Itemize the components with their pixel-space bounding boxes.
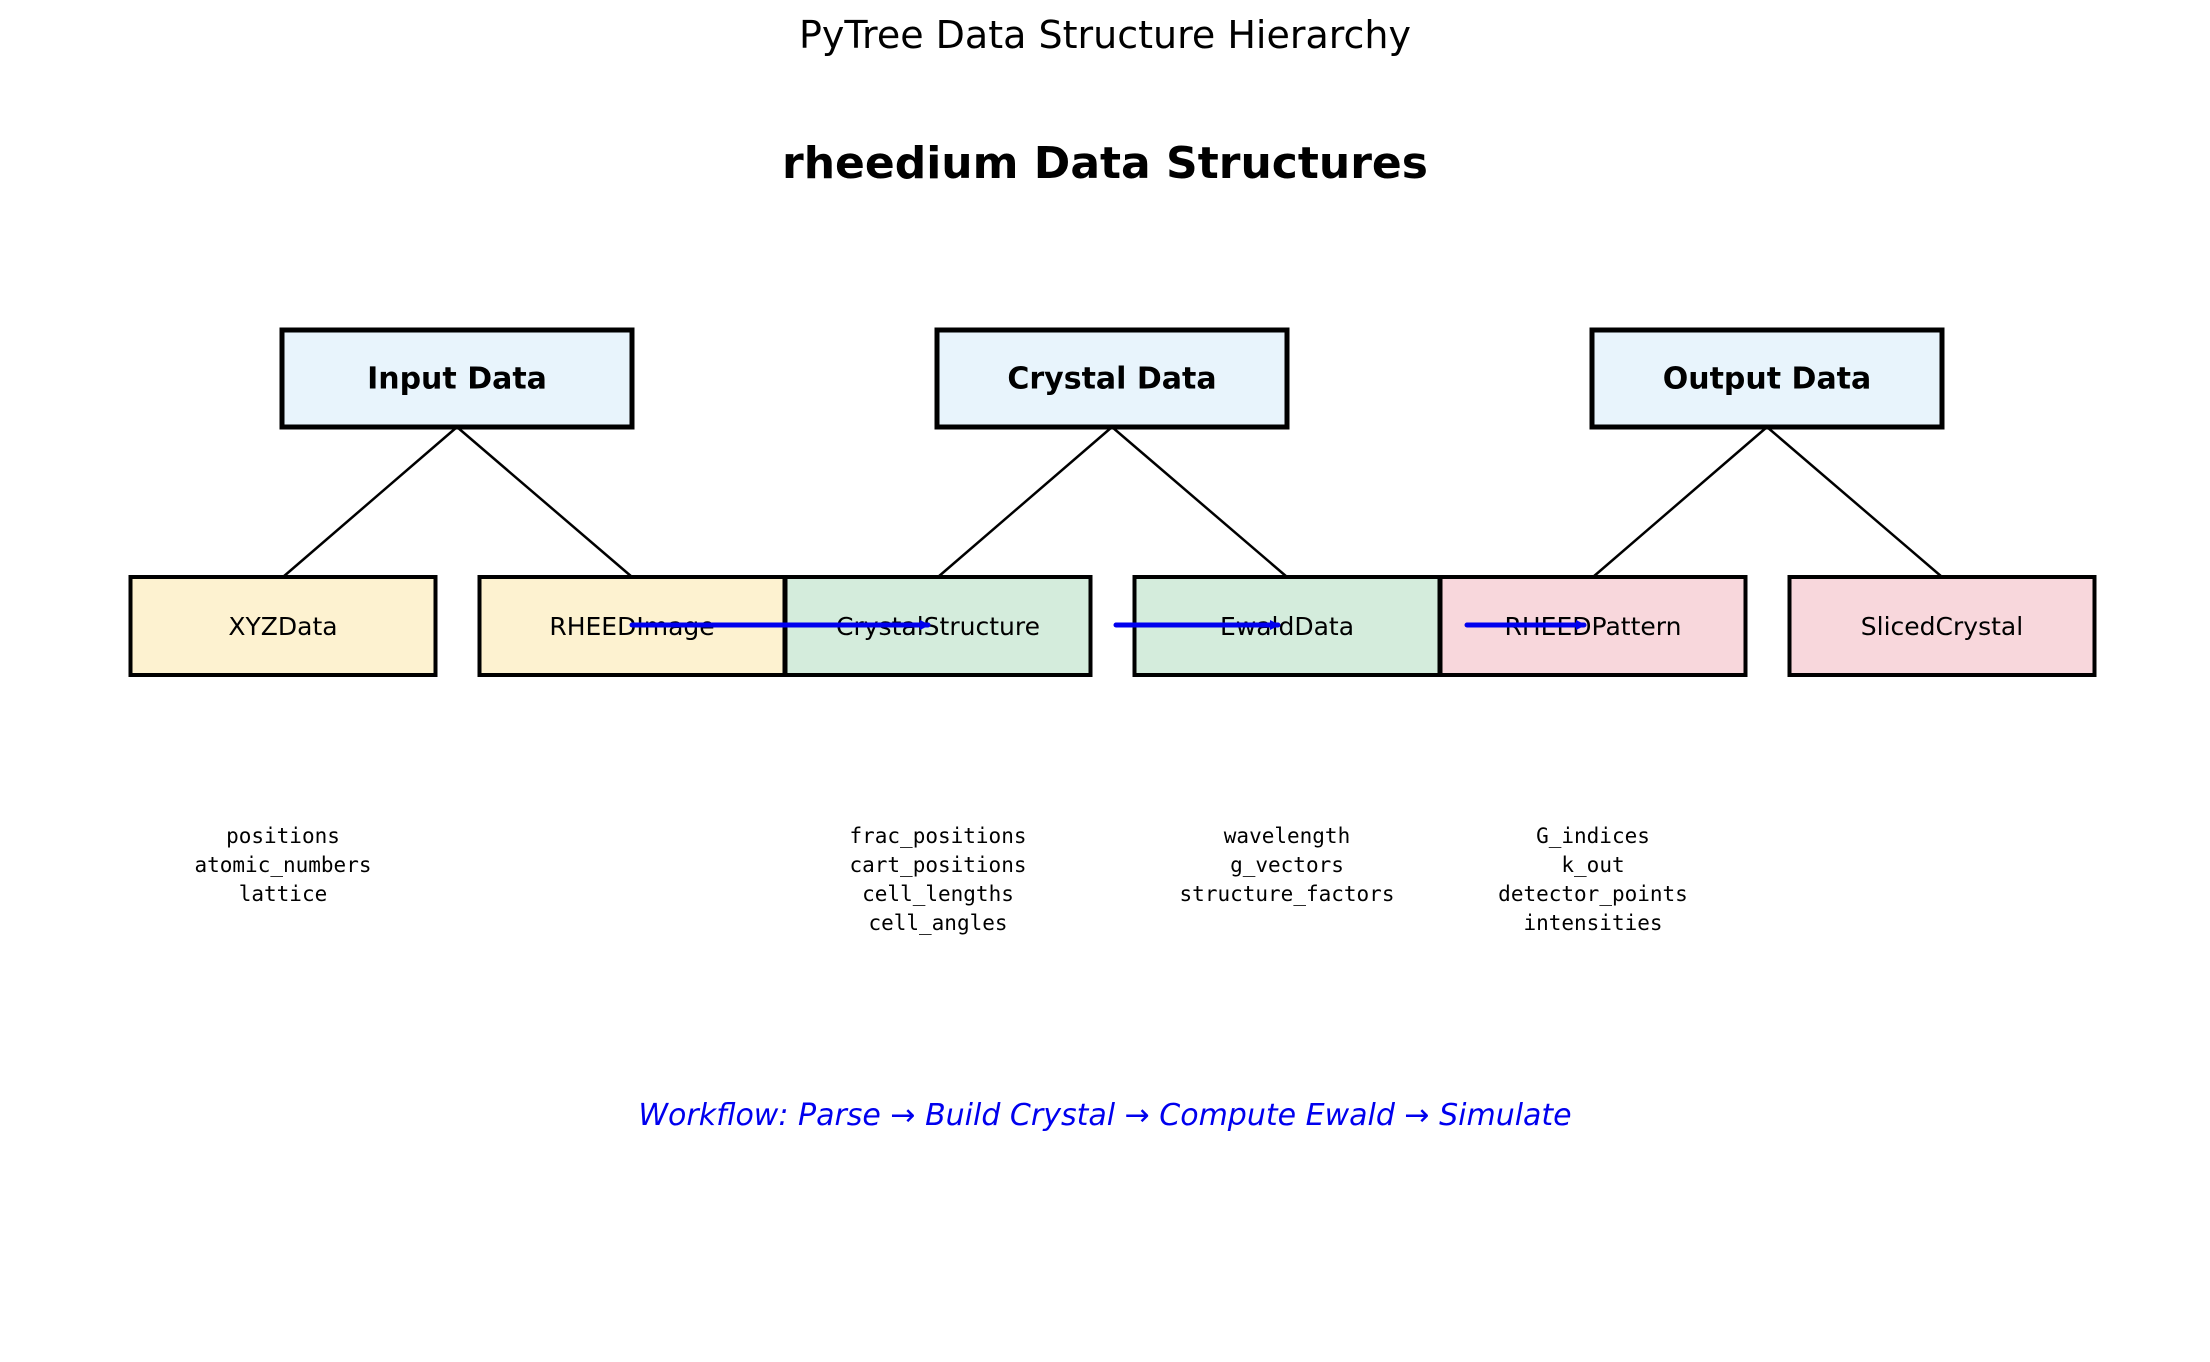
- connector-input-data-0: [282, 426, 458, 578]
- connector-crystal-data-0: [937, 426, 1113, 578]
- field-rheedpattern-k-out: k_out: [1561, 853, 1624, 877]
- category-output-data: Output Data: [1589, 327, 1945, 430]
- category-box-output-data: [1589, 327, 1945, 430]
- category-label-input-data: Input Data: [367, 362, 547, 397]
- category-box-crystal-data: [934, 327, 1290, 430]
- connector-input-data-1: [456, 426, 633, 578]
- structure-xyzdata: XYZData: [128, 575, 438, 677]
- structure-boxes: XYZDataRHEEDImageCrystalStructureEwaldDa…: [128, 575, 2097, 677]
- field-xyzdata-lattice: lattice: [239, 882, 328, 906]
- field-crystal-structure-cart-positions: cart_positions: [849, 853, 1026, 877]
- field-ewald-data-g-vectors: g_vectors: [1230, 853, 1344, 877]
- tree-connectors: [282, 426, 1943, 578]
- structure-box-xyzdata: [128, 575, 438, 677]
- category-label-crystal-data: Crystal Data: [1007, 362, 1216, 397]
- field-crystal-structure-frac-positions: frac_positions: [849, 824, 1026, 848]
- connector-output-data-0: [1592, 426, 1768, 578]
- structure-label-xyzdata: XYZData: [228, 612, 337, 641]
- category-box-input-data: [279, 327, 635, 430]
- connector-crystal-data-1: [1111, 426, 1288, 578]
- field-crystal-structure-cell-lengths: cell_lengths: [862, 882, 1014, 906]
- category-boxes: Input Data Crystal Data Output Data: [279, 327, 1945, 430]
- figure-title: PyTree Data Structure Hierarchy: [799, 13, 1411, 57]
- field-ewald-data-wavelength: wavelength: [1224, 824, 1350, 848]
- field-ewald-data-structure-factors: structure_factors: [1180, 882, 1395, 906]
- workflow-caption: Workflow: Parse → Build Crystal → Comput…: [638, 1098, 1571, 1133]
- field-rheedpattern-intensities: intensities: [1523, 911, 1662, 935]
- category-crystal-data: Crystal Data: [934, 327, 1290, 430]
- category-label-output-data: Output Data: [1663, 362, 1872, 397]
- field-rheedpattern-detector-points: detector_points: [1498, 882, 1688, 906]
- field-xyzdata-positions: positions: [226, 824, 340, 848]
- connector-output-data-1: [1766, 426, 1943, 578]
- field-rheedpattern-g-indices: G_indices: [1536, 824, 1650, 848]
- category-input-data: Input Data: [279, 327, 635, 430]
- structure-sliced-crystal: SlicedCrystal: [1787, 575, 2097, 677]
- diagram-heading: rheedium Data Structures: [782, 138, 1428, 189]
- field-crystal-structure-cell-angles: cell_angles: [868, 911, 1007, 935]
- structure-box-sliced-crystal: [1787, 575, 2097, 677]
- structure-label-sliced-crystal: SlicedCrystal: [1861, 612, 2023, 641]
- field-xyzdata-atomic-numbers: atomic_numbers: [194, 853, 371, 877]
